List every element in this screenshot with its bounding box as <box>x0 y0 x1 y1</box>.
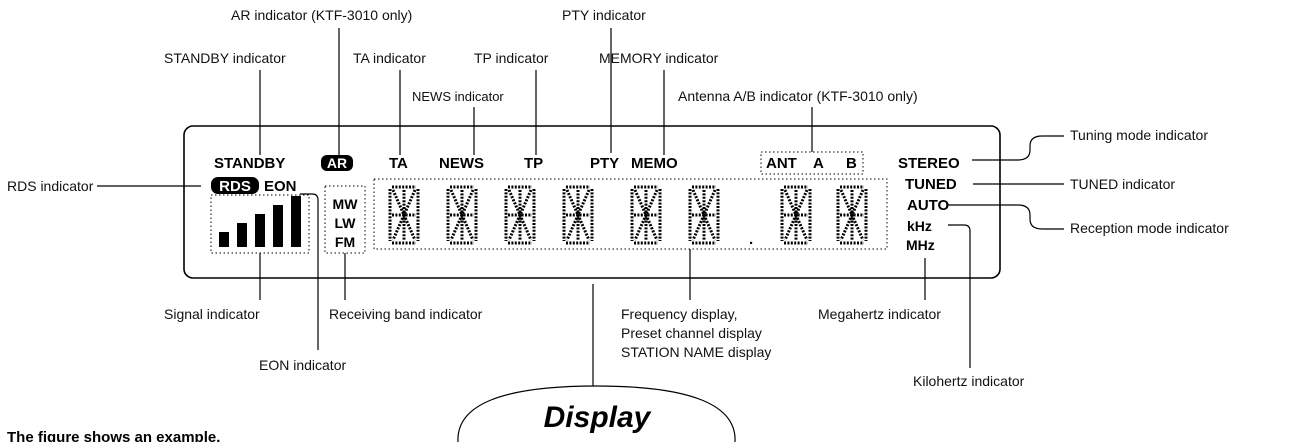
footnote: The figure shows an example. <box>7 429 220 442</box>
ta-indicator-text: TA <box>389 155 408 172</box>
display-title: Display <box>457 385 736 443</box>
news-indicator: NEWS <box>439 155 484 172</box>
label-kilohertz-indicator: Kilohertz indicator <box>913 373 1025 389</box>
svg-text:AR: AR <box>327 155 347 171</box>
signal-bar <box>291 196 301 247</box>
antenna-box <box>760 151 864 175</box>
signal-bar <box>273 205 283 247</box>
segment <box>839 189 865 241</box>
label-rds-indicator: RDS indicator <box>7 178 94 194</box>
lw-indicator: LW <box>335 215 357 231</box>
label-standby-indicator: STANDBY indicator <box>164 50 286 66</box>
label-megahertz-indicator: Megahertz indicator <box>818 306 941 322</box>
segment <box>565 189 591 241</box>
character-cell <box>836 185 868 245</box>
label-receiving-band-indicator: Receiving band indicator <box>329 306 483 322</box>
ant-b-indicator: B <box>846 155 857 172</box>
signal-bar <box>255 214 265 247</box>
label-frequency-display-1: Frequency display, <box>621 306 737 322</box>
character-cell <box>446 185 478 245</box>
memo-indicator: MEMO <box>631 155 678 172</box>
label-news-indicator: NEWS indicator <box>412 89 504 104</box>
display-panel <box>183 125 1001 279</box>
auto-indicator: AUTO <box>907 197 950 214</box>
label-ar-indicator: AR indicator (KTF-3010 only) <box>231 7 412 23</box>
character-cells <box>388 185 868 245</box>
label-tp-indicator: TP indicator <box>474 50 549 66</box>
mw-indicator: MW <box>333 196 359 212</box>
decimal-point: . <box>749 231 753 248</box>
tuned-indicator: TUNED <box>905 176 957 193</box>
label-memory-indicator: MEMORY indicator <box>599 50 719 66</box>
khz-indicator: kHz <box>907 218 932 234</box>
label-pty-indicator: PTY indicator <box>562 7 646 23</box>
stereo-indicator: STEREO <box>898 155 960 172</box>
label-frequency-display-3: STATION NAME display <box>621 344 771 360</box>
character-cell <box>504 185 536 245</box>
label-tuning-mode-indicator: Tuning mode indicator <box>1070 127 1208 143</box>
pty-indicator: PTY <box>590 155 619 172</box>
mhz-indicator: MHz <box>906 237 935 253</box>
label-reception-mode-indicator: Reception mode indicator <box>1070 220 1229 236</box>
eon-indicator: EON <box>264 178 297 195</box>
character-cell <box>780 185 812 245</box>
segment <box>783 189 809 241</box>
svg-text:Display: Display <box>544 401 652 434</box>
label-eon-indicator: EON indicator <box>259 357 346 373</box>
ar-indicator: AR <box>321 155 353 171</box>
label-signal-indicator: Signal indicator <box>164 306 260 322</box>
label-antenna-indicator: Antenna A/B indicator (KTF-3010 only) <box>678 88 918 104</box>
segment <box>507 189 533 241</box>
segment <box>633 189 659 241</box>
segment <box>449 189 475 241</box>
label-frequency-display-2: Preset channel display <box>621 325 762 341</box>
character-cell <box>388 185 420 245</box>
fm-indicator: FM <box>335 234 355 250</box>
signal-bar <box>237 223 247 247</box>
ant-a-indicator: A <box>813 155 824 172</box>
svg-text:RDS: RDS <box>219 178 251 195</box>
character-cell <box>630 185 662 245</box>
rds-indicator: RDS <box>211 177 259 195</box>
segment <box>391 189 417 241</box>
standby-indicator: STANDBY <box>214 155 285 172</box>
signal-meter <box>219 196 301 247</box>
character-cell <box>562 185 594 245</box>
band-box <box>324 185 366 254</box>
character-cell <box>688 185 720 245</box>
label-tuned-indicator: TUNED indicator <box>1070 176 1175 192</box>
ant-indicator: ANT <box>766 155 797 172</box>
frequency-display-box <box>373 178 888 250</box>
leader-lines <box>97 28 1064 386</box>
segment <box>691 189 717 241</box>
tp-indicator: TP <box>524 155 543 172</box>
label-ta-indicator: TA indicator <box>353 50 426 66</box>
signal-bar <box>219 232 229 247</box>
